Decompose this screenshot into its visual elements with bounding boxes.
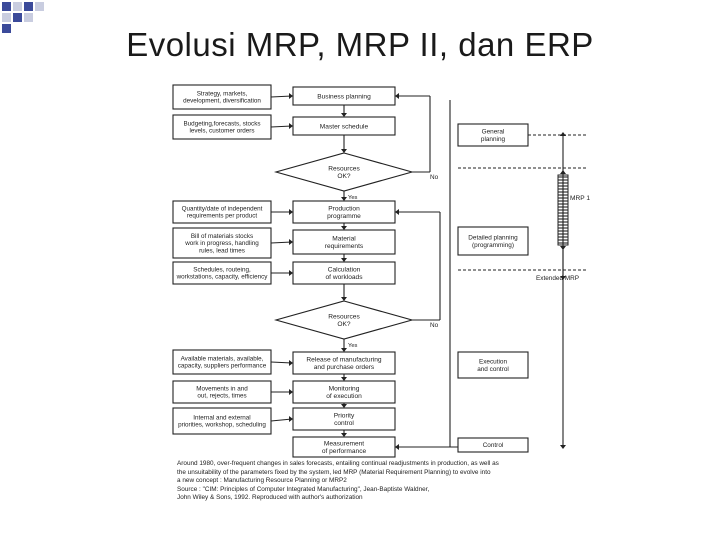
process-box-label: programme (327, 213, 361, 220)
input-arrow (270, 125, 293, 128)
process-box-label: Material (332, 236, 356, 243)
no-loop-arrow-head (395, 209, 399, 215)
decision-no-label: No (430, 322, 439, 329)
input-box-label: Strategy, markets, (197, 91, 248, 98)
corner-decoration (0, 0, 60, 40)
process-box-label: of performance (322, 448, 367, 455)
input-box-label: capacity, suppliers performance (178, 363, 267, 370)
input-box-label: levels, customer orders (189, 128, 254, 135)
caption-line: Source : "CIM: Principles of Computer In… (177, 485, 430, 493)
input-box-label: out, rejects, times (197, 393, 246, 400)
process-box-label: Production (328, 206, 360, 213)
flowchart: Strategy, markets,development, diversifi… (172, 84, 590, 458)
input-arrow-head (289, 239, 293, 245)
input-box-label: priorities, workshop, scheduling (178, 422, 266, 429)
process-box-label: Monitoring (329, 386, 360, 393)
input-box-label: rules, lead times (199, 247, 245, 254)
input-arrow-head (289, 270, 293, 276)
level-box-label: General (482, 129, 505, 136)
input-arrow (270, 418, 293, 422)
caption-line: John Wiley & Sons, 1992. Reproduced with… (177, 494, 363, 502)
input-box-label: requirements per product (187, 213, 258, 220)
input-box-label: Budgeting,forecasts, stocks (183, 121, 260, 128)
decision-yes-label: Yes (348, 343, 358, 349)
level-box (457, 351, 529, 379)
input-box-label: Internal and external (193, 415, 250, 422)
control-arrow-head (395, 444, 399, 450)
caption-line: Around 1980, over-frequent changes in sa… (177, 460, 499, 467)
process-box-label: Release of manufacturing (306, 357, 381, 364)
flow-arrow-head (341, 258, 347, 262)
input-arrow (270, 361, 293, 364)
decision-label: OK? (337, 173, 351, 180)
input-box-label: Available materials, available, (181, 356, 264, 363)
decision-label: Resources (328, 166, 360, 173)
process-box-label: Calculation (328, 267, 361, 274)
flow-arrow-head (341, 149, 347, 153)
process-box-label: Priority (334, 413, 355, 420)
input-box (172, 227, 272, 259)
process-box-label: of workloads (325, 274, 363, 281)
flow-arrow-head (341, 348, 347, 352)
no-loop-arrow-head (395, 93, 399, 99)
span-arrow-up (560, 132, 566, 136)
flow-arrow-head (341, 197, 347, 201)
input-box (172, 114, 272, 140)
level-box-label: (programming) (472, 242, 514, 249)
input-arrow-head (289, 389, 293, 395)
flow-arrow-head (341, 377, 347, 381)
input-arrow-head (289, 123, 293, 129)
flow-arrow-head (341, 404, 347, 408)
decision-yes-label: Yes (348, 195, 358, 201)
process-box-label: of execution (326, 393, 362, 400)
input-box (172, 349, 272, 375)
slide-title: Evolusi MRP, MRP II, dan ERP (126, 26, 594, 63)
input-arrow-head (289, 360, 293, 366)
input-box-label: Movements in and (196, 386, 248, 393)
input-box-label: Quantity/date of independent (182, 206, 263, 213)
figure-caption: Around 1980, over-frequent changes in sa… (177, 460, 597, 503)
process-box-label: requirements (325, 243, 364, 250)
input-arrow (270, 241, 293, 244)
input-arrow (270, 95, 293, 98)
input-box-label: Bill of materials stocks (191, 233, 253, 240)
flow-arrow-head (341, 433, 347, 437)
input-box-label: work in progress, handling (184, 240, 259, 247)
input-arrow-head (289, 209, 293, 215)
mrp-evolution-diagram: Strategy, markets,development, diversifi… (168, 80, 600, 512)
level-box-label: planning (481, 136, 506, 143)
process-box-label: control (334, 420, 354, 427)
decision-label: Resources (328, 314, 360, 321)
decision-label: OK? (337, 321, 351, 328)
process-box-label: Measurement (324, 441, 364, 448)
process-box-label: Business planning (317, 93, 371, 100)
decision-no-label: No (430, 174, 439, 181)
level-box (457, 437, 529, 453)
level-box-label: and control (477, 366, 509, 373)
flow-arrow-head (341, 297, 347, 301)
input-box-label: development, diversification (183, 98, 261, 105)
mrp1-label: MRP 1 (570, 195, 590, 202)
level-box-label: Execution (479, 359, 508, 366)
input-box-label: workstations, capacity, efficiency (176, 274, 269, 281)
extended-mrp-label: Extended MRP (536, 275, 579, 282)
level-box-label: Control (483, 442, 504, 449)
caption-line: the unsuitability of the parameters fixe… (177, 468, 491, 476)
process-box-label: and purchase orders (314, 364, 375, 371)
level-box (457, 226, 529, 256)
input-arrow-head (289, 93, 293, 99)
input-box-label: Schedules, routeing, (193, 267, 251, 274)
flow-arrow-head (341, 113, 347, 117)
span-arrow-down (560, 445, 566, 449)
process-box-label: Master schedule (320, 123, 369, 130)
flow-arrow-head (341, 226, 347, 230)
caption-line: a new concept : Manufacturing Resource P… (177, 477, 347, 485)
input-arrow-head (289, 416, 293, 422)
level-box-label: Detailed planning (468, 235, 518, 242)
